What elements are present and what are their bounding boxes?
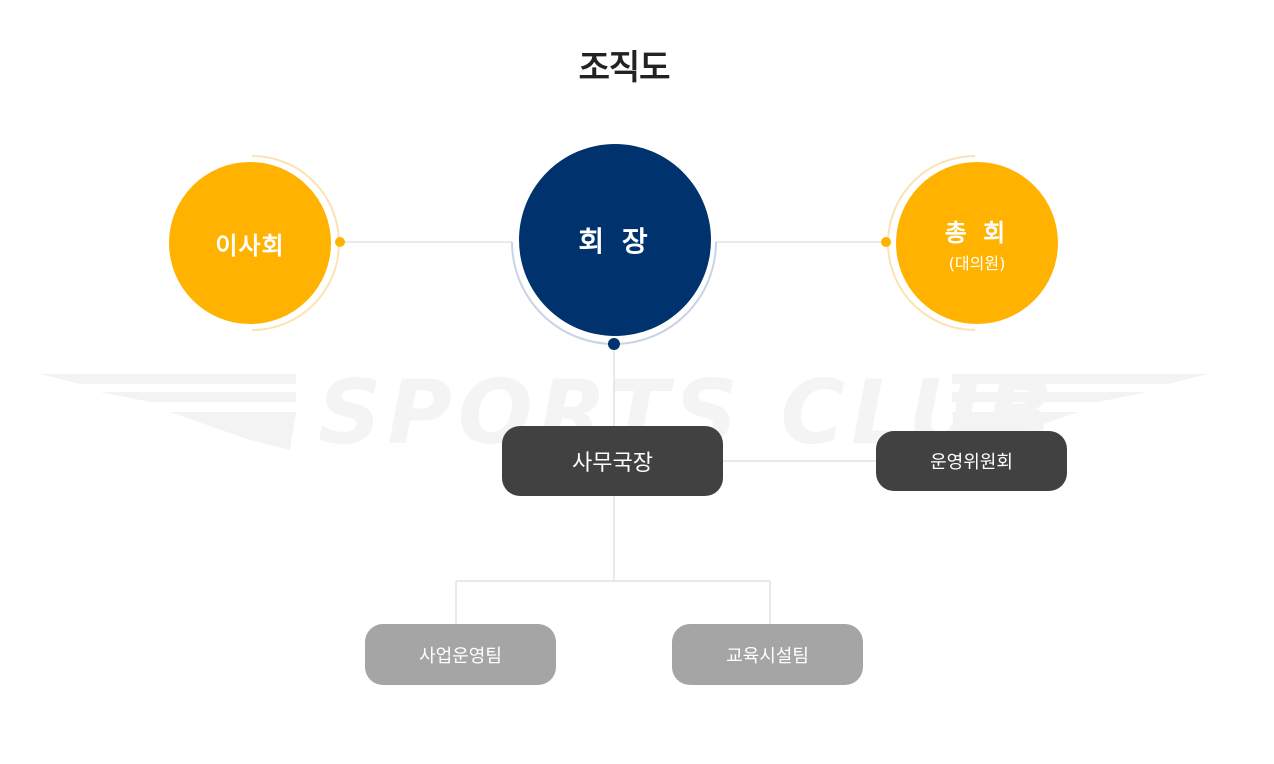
board-label: 이사회 bbox=[215, 231, 285, 260]
business-team-node: 사업운영팀 bbox=[365, 624, 556, 685]
business-team-label: 사업운영팀 bbox=[419, 645, 502, 667]
watermark-left-wing bbox=[40, 374, 296, 384]
facility-team-label: 교육시설팀 bbox=[726, 645, 809, 667]
general-assembly-label: 총 회 bbox=[944, 218, 1010, 247]
watermark-left-wing-2 bbox=[100, 392, 296, 402]
president-connector-dot bbox=[608, 338, 620, 350]
watermark-right-wing bbox=[952, 374, 1208, 384]
page-title: 조직도 bbox=[578, 48, 671, 88]
facility-team-node: 교육시설팀 bbox=[672, 624, 863, 685]
president-label: 회 장 bbox=[578, 225, 652, 258]
general-assembly-sub-label: (대의원) bbox=[948, 253, 1006, 273]
watermark-right-wing-2 bbox=[952, 392, 1148, 402]
secretary-general-node: 사무국장 bbox=[502, 426, 723, 496]
board-node: 이사회 bbox=[169, 162, 331, 324]
board-connector-dot bbox=[335, 237, 345, 247]
general-assembly-node: 총 회 (대의원) bbox=[896, 162, 1058, 324]
president-node: 회 장 bbox=[519, 144, 711, 336]
steering-committee-node: 운영위원회 bbox=[876, 431, 1067, 491]
steering-committee-label: 운영위원회 bbox=[930, 452, 1013, 473]
watermark-left-wing-3 bbox=[170, 412, 296, 450]
secretary-general-label: 사무국장 bbox=[572, 451, 653, 476]
assembly-connector-dot bbox=[881, 237, 891, 247]
